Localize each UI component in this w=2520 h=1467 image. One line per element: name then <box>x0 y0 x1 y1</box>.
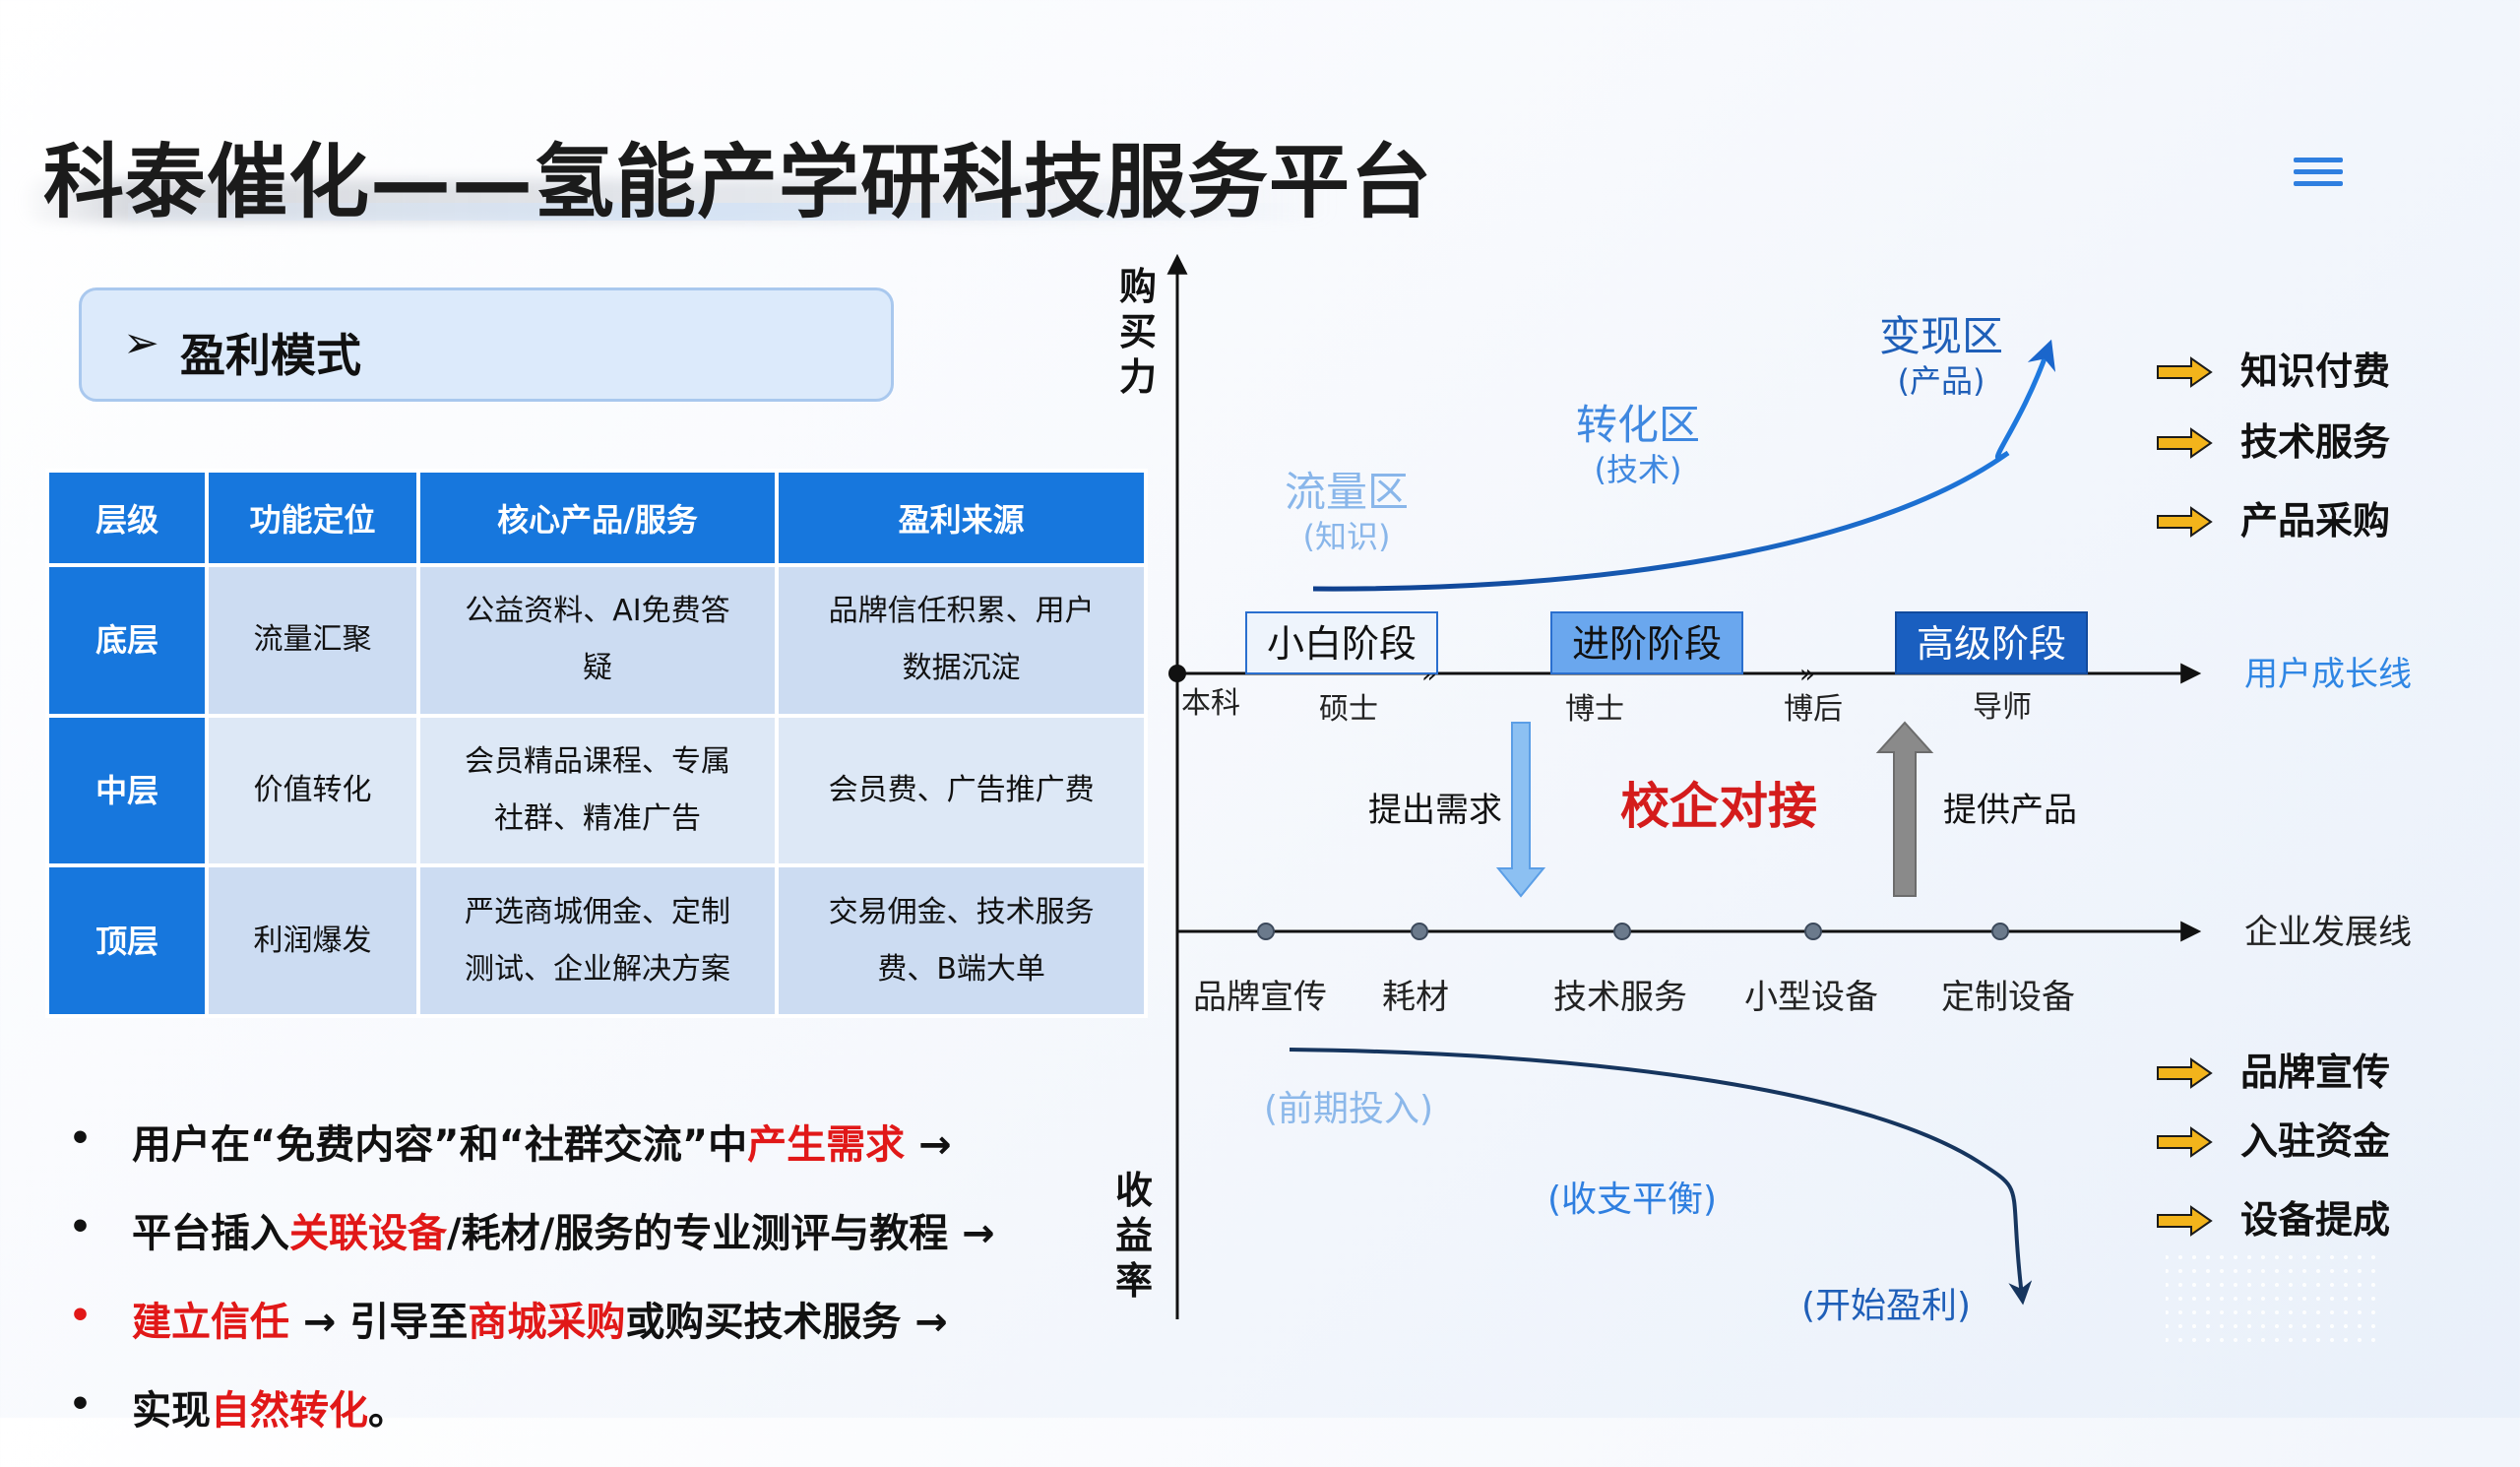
stage-box-beginner <box>1245 611 1438 674</box>
list-item: • 用户在“免费内容”和“社群交流”中产生需求 → <box>69 1118 952 1168</box>
zone-sub: (知识) <box>1303 518 1391 555</box>
level-cell: 中层 <box>44 713 210 868</box>
right-item-label: 产品采购 <box>2240 499 2390 542</box>
menu-icon[interactable] <box>2294 158 2343 187</box>
double-chevron-icon: » <box>1799 660 1815 689</box>
enterprise-tick-label: 小型设备 <box>1744 978 1878 1017</box>
table-header-cell: 盈利来源 <box>775 469 1148 567</box>
table-header-cell: 层级 <box>44 469 210 567</box>
enterprise-node <box>1257 923 1275 940</box>
yellow-arrow-icon <box>2157 1205 2213 1237</box>
right-item-label: 知识付费 <box>2240 350 2390 393</box>
axis-top-label-char: 买 <box>1119 310 1157 353</box>
yellow-arrow-icon <box>2157 1057 2213 1089</box>
right-item-label: 入驻资金 <box>2240 1119 2391 1163</box>
bullet-dot: • <box>69 1207 93 1247</box>
enterprise-node <box>1804 923 1822 940</box>
arrow-marker-icon: ➢ <box>123 318 159 368</box>
axis-top-label-char: 购 <box>1119 265 1157 308</box>
phase-label: (前期投入) <box>1264 1089 1433 1129</box>
dot-grid-decoration <box>2166 1250 2382 1349</box>
revenue-cell: 品牌信任积累、用户数据沉淀 <box>775 563 1148 718</box>
yellow-arrow-icon <box>2157 427 2213 459</box>
user-tick-label: 导师 <box>1973 690 2032 725</box>
role-cell: 流量汇聚 <box>205 563 420 718</box>
section-heading: ➢ 盈利模式 <box>79 287 894 402</box>
enterprise-line-label: 企业发展线 <box>2244 913 2412 952</box>
right-item-label: 设备提成 <box>2240 1198 2390 1242</box>
table-header-row: 层级 功能定位 核心产品/服务 盈利来源 <box>44 469 1148 567</box>
role-cell: 利润爆发 <box>205 863 420 1018</box>
axis-bottom-label-char: 益 <box>1115 1214 1153 1257</box>
enterprise-tick-label: 耗材 <box>1382 978 1449 1017</box>
growth-diagram: 购 买 力 收 益 率 » » 用户成长线 本科 硕士 博士 博后 导师 小白阶… <box>1115 253 2412 1349</box>
right-bottom-list: 品牌宣传 入驻资金 设备提成 <box>2157 1051 2391 1242</box>
user-line-label: 用户成长线 <box>2244 655 2412 694</box>
enterprise-tick-label: 品牌宣传 <box>1193 978 1327 1017</box>
demand-label: 提出需求 <box>1368 791 1502 830</box>
enterprise-node <box>1613 923 1631 940</box>
axis-bottom-label-char: 收 <box>1115 1169 1153 1212</box>
zone-sub: (产品) <box>1898 362 1985 400</box>
list-item: • 平台插入关联设备/耗材/服务的专业测评与教程 → <box>69 1207 995 1256</box>
table-row: 底层 流量汇聚 公益资料、AI免费答疑 品牌信任积累、用户数据沉淀 <box>44 563 1148 718</box>
enterprise-node <box>1991 923 2009 940</box>
right-item-label: 技术服务 <box>2240 420 2390 464</box>
revenue-curve-down <box>1289 1048 2033 1306</box>
bullet-dot: • <box>69 1118 93 1159</box>
right-item-label: 品牌宣传 <box>2240 1051 2390 1094</box>
product-cell: 严选商城佣金、定制测试、企业解决方案 <box>415 863 780 1018</box>
user-tick-label: 本科 <box>1181 686 1240 721</box>
profit-model-table: 层级 功能定位 核心产品/服务 盈利来源 底层 流量汇聚 公益资料、AI免费答疑… <box>44 469 1148 1018</box>
table-header-cell: 功能定位 <box>205 469 420 567</box>
product-cell: 公益资料、AI免费答疑 <box>415 563 780 718</box>
level-cell: 底层 <box>44 563 210 718</box>
level-cell: 顶层 <box>44 863 210 1018</box>
zone-sub: (技术) <box>1595 451 1682 488</box>
revenue-cell: 交易佣金、技术服务费、B端大单 <box>775 863 1148 1018</box>
bullet-dot: • <box>69 1296 93 1336</box>
zone-name: 转化区 <box>1576 401 1700 449</box>
axis-bottom-label-char: 率 <box>1115 1259 1153 1303</box>
bullet-list: • 用户在“免费内容”和“社群交流”中产生需求 → • 平台插入关联设备/耗材/… <box>69 1113 1112 1467</box>
stage-label: 小白阶段 <box>1267 622 1417 666</box>
right-top-list: 知识付费 技术服务 产品采购 <box>2157 350 2390 542</box>
page-title: 科泰催化——氢能产学研科技服务平台 <box>43 136 1433 229</box>
phase-label: (收支平衡) <box>1547 1180 1717 1220</box>
enterprise-tick-label: 技术服务 <box>1553 978 1687 1017</box>
revenue-cell: 会员费、广告推广费 <box>775 713 1148 868</box>
bullet-dot: • <box>69 1384 93 1425</box>
down-arrow-icon <box>1495 722 1546 898</box>
table-header-cell: 核心产品/服务 <box>415 469 780 567</box>
user-tick-label: 博士 <box>1565 692 1624 727</box>
user-tick-label: 博后 <box>1784 692 1843 727</box>
zone-name: 流量区 <box>1285 468 1409 516</box>
stage-box-advanced <box>1550 611 1743 674</box>
stage-box-senior <box>1895 611 2088 674</box>
table-row: 中层 价值转化 会员精品课程、专属社群、精准广告 会员费、广告推广费 <box>44 713 1148 868</box>
center-label: 校企对接 <box>1620 778 1817 835</box>
growth-curve-up <box>1312 339 2056 592</box>
enterprise-node <box>1411 923 1428 940</box>
stage-label: 进阶阶段 <box>1572 622 1722 666</box>
list-item: • 建立信任 → 引导至商城采购或购买技术服务 → <box>69 1296 948 1345</box>
up-arrow-icon <box>1875 721 1934 897</box>
table-row: 顶层 利润爆发 严选商城佣金、定制测试、企业解决方案 交易佣金、技术服务费、B端… <box>44 863 1148 1018</box>
title-underline <box>128 203 1309 221</box>
phase-label: (开始盈利) <box>1801 1286 1971 1326</box>
user-tick-label: 硕士 <box>1319 692 1378 727</box>
section-heading-label: 盈利模式 <box>180 329 361 382</box>
yellow-arrow-icon <box>2157 356 2213 388</box>
supply-label: 提供产品 <box>1943 791 2077 830</box>
yellow-arrow-icon <box>2157 506 2213 538</box>
stage-label: 高级阶段 <box>1917 622 2066 666</box>
zone-name: 变现区 <box>1879 312 2003 360</box>
yellow-arrow-icon <box>2157 1126 2213 1158</box>
product-cell: 会员精品课程、专属社群、精准广告 <box>415 713 780 868</box>
role-cell: 价值转化 <box>205 713 420 868</box>
enterprise-tick-label: 定制设备 <box>1941 978 2075 1017</box>
axis-top-label-char: 力 <box>1119 355 1157 399</box>
